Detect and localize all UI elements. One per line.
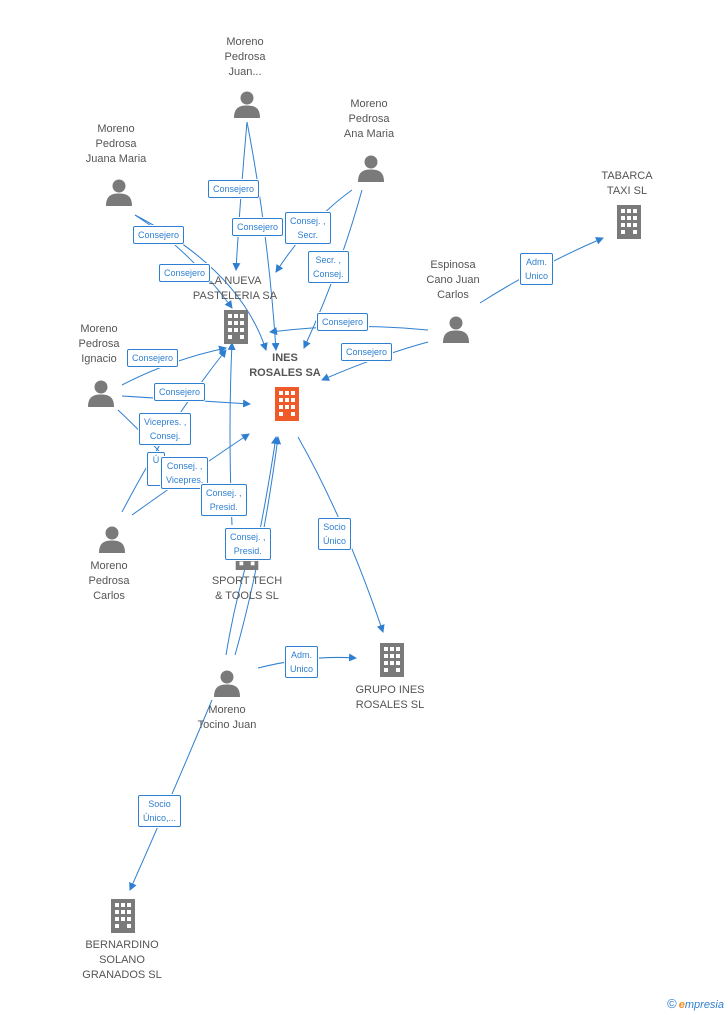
copyright-icon: © [667, 996, 677, 1011]
edge-label[interactable]: Secr. , Consej. [308, 251, 349, 283]
edge-label[interactable]: Adm. Unico [285, 646, 319, 678]
building-icon [275, 387, 299, 421]
edge-label[interactable]: Consej. , Presid. [201, 484, 247, 516]
brand-initial: e [678, 999, 685, 1011]
edge-label[interactable]: Consejero [208, 180, 260, 198]
building-icon [380, 643, 404, 677]
node-label-la-nueva-pasteleria[interactable]: LA NUEVA PASTELERIA SA [192, 275, 278, 302]
node-label-moreno-tocino-juan[interactable]: Moreno Tocino Juan [197, 704, 257, 731]
node-label-moreno-pedrosa-ana-maria[interactable]: Moreno Pedrosa Ana Maria [343, 98, 395, 140]
edge-label[interactable]: Consejero [127, 349, 179, 367]
edge-label[interactable]: Socio Único,... [138, 795, 182, 827]
edge-label[interactable]: Consejero [232, 218, 284, 236]
edge-label[interactable]: Adm. Unico [520, 253, 554, 285]
edge-line [257, 436, 279, 541]
person-icon [443, 316, 469, 343]
node-label-ines-rosales-sa[interactable]: INES ROSALES SA [249, 352, 321, 379]
person-icon [88, 380, 114, 407]
node-label-moreno-pedrosa-carlos[interactable]: Moreno Pedrosa Carlos [88, 560, 130, 602]
edge-label[interactable]: Consej. , Vicepres. [161, 457, 209, 489]
building-icon [617, 205, 641, 239]
node-label-moreno-pedrosa-juana-maria[interactable]: Moreno Pedrosa Juana Maria [85, 123, 147, 165]
node-label-moreno-pedrosa-ignacio[interactable]: Moreno Pedrosa Ignacio [78, 323, 120, 365]
node-label-grupo-ines-rosales[interactable]: GRUPO INES ROSALES SL [355, 684, 425, 711]
building-icon [224, 310, 248, 344]
node-label-bernardino-solano[interactable]: BERNARDINO SOLANO GRANADOS SL [82, 939, 162, 981]
brand-name: mpresia [684, 999, 724, 1011]
edge-label[interactable]: Consej. , Presid. [225, 528, 271, 560]
person-icon [106, 179, 132, 206]
edge-label[interactable]: Consejero [133, 226, 185, 244]
person-icon [358, 155, 384, 182]
node-label-espinosa-cano[interactable]: Espinosa Cano Juan Carlos [426, 259, 480, 301]
edge-line [134, 214, 233, 309]
edge-label[interactable]: Consejero [341, 343, 393, 361]
person-icon [234, 91, 260, 118]
empresia-logo[interactable]: ©empresia [667, 996, 724, 1011]
edge-label[interactable]: Consejero [317, 313, 369, 331]
node-label-tabarca-taxi[interactable]: TABARCA TAXI SL [601, 170, 653, 197]
node-label-moreno-pedrosa-juan[interactable]: Moreno Pedrosa Juan... [224, 36, 266, 78]
building-icon [111, 899, 135, 933]
edge-line [246, 121, 280, 351]
edge-label[interactable]: Consej. , Secr. [285, 212, 331, 244]
person-icon [99, 526, 125, 553]
edge-label[interactable]: Socio Único [318, 518, 352, 550]
edge-label[interactable]: Vicepres. , Consej. [139, 413, 192, 445]
edge-label[interactable]: Consejero [159, 264, 211, 282]
node-label-sport-tech[interactable]: SPORT TECH & TOOLS SL [211, 575, 283, 602]
edge-label[interactable]: Consejero [154, 383, 206, 401]
person-icon [214, 670, 240, 697]
